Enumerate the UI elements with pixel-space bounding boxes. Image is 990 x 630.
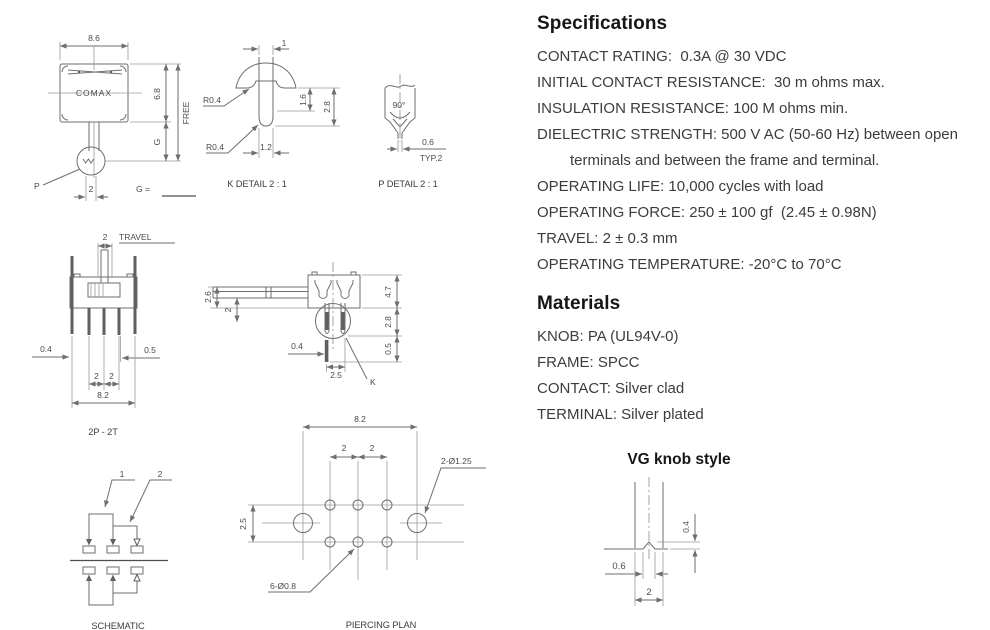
piercing-title: PIERCING PLAN <box>346 620 417 630</box>
piercing-plan-drawing: 8.2 2 2 2.5 2-Ø1.25 6-Ø0.8 PIERCING PLAN <box>238 414 486 630</box>
side-view-drawing: 2.6 2 4.7 2.8 0.5 0.4 2.5 K <box>203 262 402 387</box>
p-detail-drawing: 90° 0.6 TYP.2 P DETAIL 2 : 1 <box>378 74 446 189</box>
vg-knob-drawing: 0.4 0.6 2 <box>604 477 700 606</box>
side-dim-tip: 0.5 <box>383 343 393 355</box>
kdetail-radius-upper: R0.4 <box>203 95 221 105</box>
piercing-dim-pitch2: 2 <box>370 443 375 453</box>
spec-line-travel: TRAVEL: 2 ± 0.3 mm <box>537 230 678 247</box>
vg-knob-style-title: VG knob style <box>627 451 731 468</box>
brand-label: COMAX <box>76 88 112 98</box>
front-dim-tip: 2 <box>89 184 94 194</box>
spec-line-operating-life: OPERATING LIFE: 10,000 cycles with load <box>537 178 824 195</box>
pdetail-title: P DETAIL 2 : 1 <box>378 179 437 189</box>
material-line-frame: FRAME: SPCC <box>537 354 640 371</box>
material-line-knob: KNOB: PA (UL94V-0) <box>537 328 679 345</box>
material-line-contact: CONTACT: Silver clad <box>537 380 685 397</box>
piercing-big-holes-label: 2-Ø1.25 <box>441 456 472 466</box>
side-dim-body: 4.7 <box>383 286 393 298</box>
pdetail-typ-label: TYP.2 <box>420 153 443 163</box>
kdetail-dim-bottom: 1.2 <box>260 142 272 152</box>
vg-dim-width: 2 <box>646 587 651 598</box>
kdetail-dim-16: 1.6 <box>298 94 308 106</box>
side-dim-knob: 2.6 <box>203 291 213 303</box>
kdetail-radius-lower: R0.4 <box>206 142 224 152</box>
side-dim-offset: 2.5 <box>330 370 342 380</box>
schematic-title: SCHEMATIC <box>91 621 145 630</box>
kdetail-title: K DETAIL 2 : 1 <box>227 179 287 189</box>
p2t2-dim-pitch1: 2 <box>94 371 99 381</box>
k-detail-drawing: 1 1.6 2.8 1.2 R0.4 R0.4 K DETAIL 2 : 1 <box>203 38 340 189</box>
spec-line-contact-rating: CONTACT RATING: 0.3A @ 30 VDC <box>537 48 787 65</box>
schematic-pole1: 1 <box>120 469 125 479</box>
schematic-drawing: 1 2 SCHEMATIC <box>70 469 172 630</box>
p2t2-travel-label: TRAVEL <box>119 232 152 242</box>
pdetail-angle: 90° <box>393 100 406 110</box>
front-p-label: P <box>34 181 40 191</box>
piercing-dim-overall: 8.2 <box>354 414 366 424</box>
kdetail-dim-28: 2.8 <box>322 101 332 113</box>
side-dim-travel: 2 <box>223 307 233 312</box>
materials-title: Materials <box>537 293 621 314</box>
side-dim-mid: 2.8 <box>383 316 393 328</box>
spec-line-dielectric: DIELECTRIC STRENGTH: 500 V AC (50-60 Hz)… <box>537 126 958 143</box>
spec-line-initial-resistance: INITIAL CONTACT RESISTANCE: 30 m ohms ma… <box>537 74 885 91</box>
front-dim-height: 6.8 <box>152 88 162 100</box>
vg-dim-depth: 0.4 <box>681 521 691 533</box>
front-g-equals: G = <box>136 184 150 194</box>
spec-line-insulation: INSULATION RESISTANCE: 100 M ohms min. <box>537 100 849 117</box>
schematic-pole2: 2 <box>158 469 163 479</box>
pdetail-dim-tip: 0.6 <box>422 137 434 147</box>
front-view-drawing: COMAX 8.6 6.8 G FREE P 2 G = <box>34 33 196 201</box>
vg-dim-notch: 0.6 <box>612 561 625 572</box>
p2t2-title: 2P - 2T <box>88 427 118 437</box>
front-dim-g: G <box>152 139 162 146</box>
piercing-dim-pitch1: 2 <box>342 443 347 453</box>
side-k-label: K <box>370 377 376 387</box>
material-line-terminal: TERMINAL: Silver plated <box>537 406 704 423</box>
p2t2-dim-right: 0.5 <box>144 345 156 355</box>
p2t2-dim-overall: 8.2 <box>97 390 109 400</box>
side-dim-pin: 0.4 <box>291 341 303 351</box>
spec-panel: Specifications CONTACT RATING: 0.3A @ 30… <box>537 13 987 428</box>
front-dim-width: 8.6 <box>88 33 100 43</box>
spec-line-temperature: OPERATING TEMPERATURE: -20°C to 70°C <box>537 256 842 273</box>
piercing-small-holes-label: 6-Ø0.8 <box>270 581 296 591</box>
front-free-label: FREE <box>181 101 191 124</box>
p2t2-dim-pitch2: 2 <box>109 371 114 381</box>
view-2p2t-drawing: 2 TRAVEL 0.4 0.5 2 2 8.2 2P - 2T <box>32 232 175 437</box>
kdetail-dim-top: 1 <box>282 38 287 48</box>
piercing-dim-row: 2.5 <box>238 518 248 530</box>
spec-line-operating-force: OPERATING FORCE: 250 ± 100 gf (2.45 ± 0.… <box>537 204 877 221</box>
p2t2-dim-left: 0.4 <box>40 344 52 354</box>
specifications-title: Specifications <box>537 13 668 34</box>
spec-line-dielectric-cont: terminals and between the frame and term… <box>570 152 880 169</box>
p2t2-dim-travel: 2 <box>103 232 108 242</box>
